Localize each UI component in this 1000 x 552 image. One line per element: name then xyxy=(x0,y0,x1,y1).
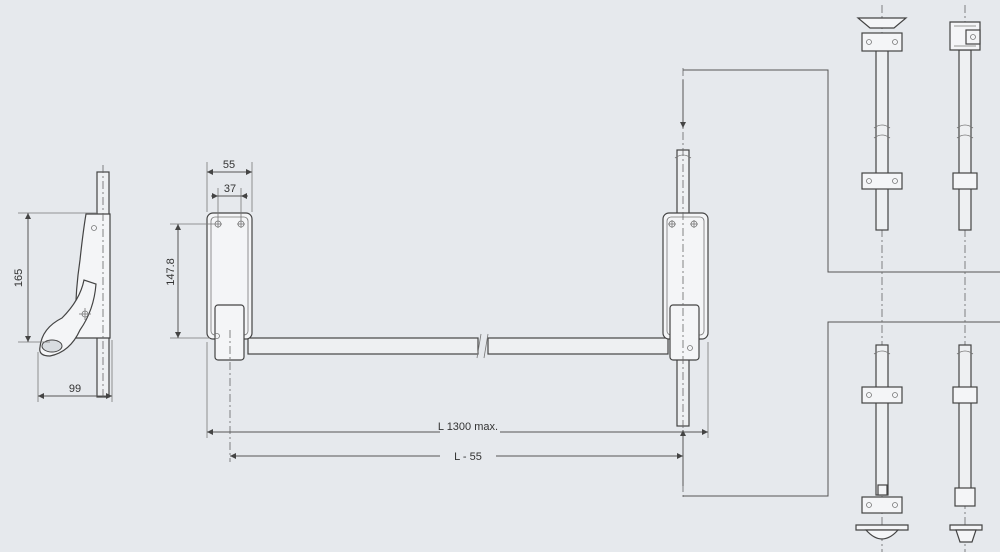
dim-case-height: 147.8 xyxy=(165,258,177,286)
detail-rod-a-lower xyxy=(875,344,889,496)
bottom-bolt-b xyxy=(954,487,976,507)
dim-length-max: L 1300 max. xyxy=(438,421,498,433)
dim-side-depth: 99 xyxy=(69,383,81,395)
push-bar-right xyxy=(487,337,669,355)
screw-icon xyxy=(668,220,698,228)
dim-case-width-inner: 37 xyxy=(224,183,236,195)
detail-rod-b-lower xyxy=(958,344,972,496)
left-pad xyxy=(214,304,245,361)
side-view: 165 99 xyxy=(13,165,113,402)
screw-icon xyxy=(214,220,245,228)
top-strike-a xyxy=(856,17,908,29)
front-view: 55 37 147.8 L 1300 max. L - 55 xyxy=(165,68,1000,498)
detail-views xyxy=(855,5,983,552)
push-bar-left xyxy=(247,337,479,355)
rod-guide-b-lower xyxy=(952,386,978,404)
floor-socket-a xyxy=(864,529,900,540)
dim-side-height: 165 xyxy=(13,269,25,287)
side-handle-hole xyxy=(41,339,63,353)
bottom-bolt-a xyxy=(877,484,888,496)
detail-rod-b-upper xyxy=(958,49,972,231)
rod-guide-b-upper xyxy=(952,172,978,190)
dim-length-minus: L - 55 xyxy=(454,451,482,463)
dim-case-width-outer: 55 xyxy=(223,159,235,171)
rod-guide-a-upper xyxy=(861,172,903,190)
rod-guide-a-lower xyxy=(861,386,903,404)
side-handle xyxy=(39,279,97,357)
right-pad xyxy=(669,304,700,361)
floor-socket-b xyxy=(955,529,977,543)
